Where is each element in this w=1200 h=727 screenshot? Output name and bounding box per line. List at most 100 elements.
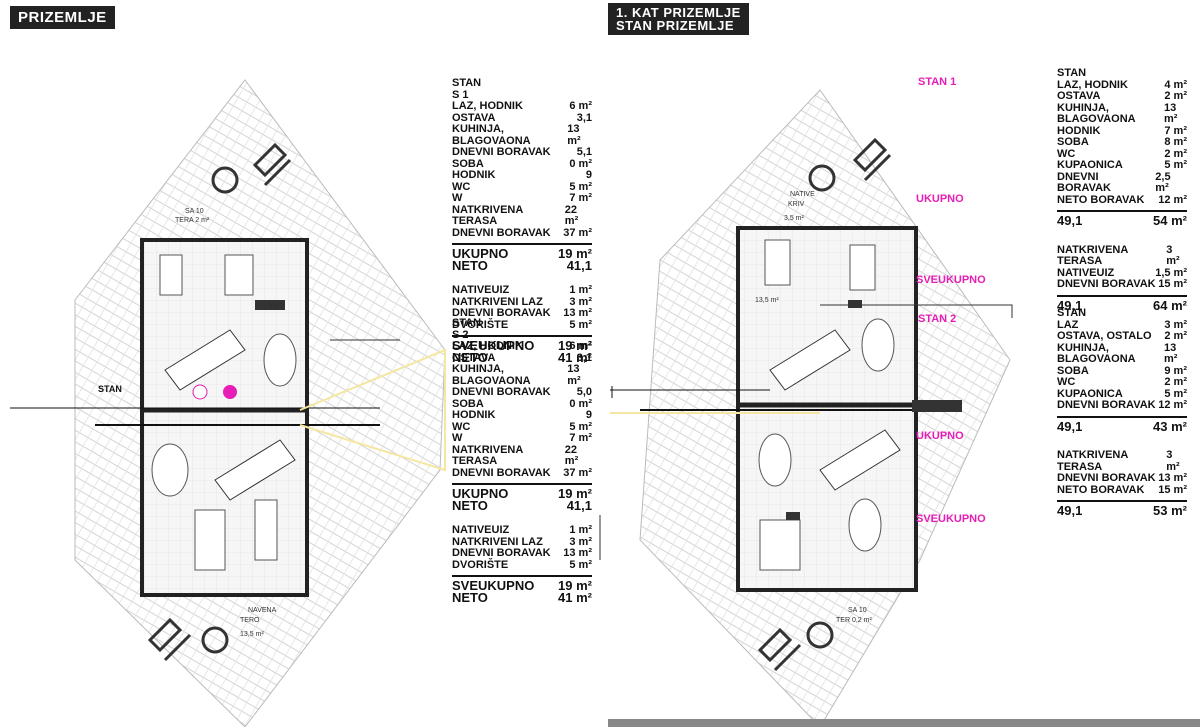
right-plan-label: TER 0,2 m² (836, 617, 872, 624)
table1-sum-value: 19 m² (558, 338, 592, 353)
rtable-b-label: DNEVNI BORAVAK (1057, 399, 1156, 411)
table2-row-label: NATKRIVENA TERASA (452, 443, 523, 467)
rtable-a-label: HODNIK (1057, 124, 1101, 137)
rtable-b-extra-value: 13 m² (1158, 472, 1187, 484)
table1-row-label: WC (452, 180, 471, 193)
table1-row-value: 6 m² (569, 100, 592, 112)
table2-row-value: 13 m² (567, 363, 581, 387)
table1-row-value: 5,1 (576, 146, 592, 158)
rtable-b-ukupno: 49,1 (1057, 418, 1083, 434)
rtable-b-extra-value: 15 m² (1158, 483, 1187, 496)
rtable-b-value: 9 m² (1164, 364, 1187, 377)
table2-row-value: 6 m² (569, 340, 592, 352)
table1-extra-value: 5 m² (569, 318, 592, 331)
table2-sum2-value: 41 m² (558, 589, 592, 605)
rtable-a-value: 7 m² (1164, 124, 1187, 137)
left-plan-label: 13,5 m² (240, 631, 264, 638)
table1-row-label: W (452, 192, 463, 204)
table2-total-value: 19 m² (558, 486, 592, 501)
table2-row-label: HODNIK (452, 409, 496, 421)
table2-sum-value: 19 m² (558, 578, 592, 593)
left-plan-label: NAVENA (248, 607, 277, 614)
table1-row-value: 22 m² (564, 203, 579, 227)
table2-row-label: DNEVNI BORAVAK (452, 466, 551, 479)
table2-extra-label: DVORIŠTE (452, 558, 509, 571)
table1-extra-label: NATIVEUIZ (452, 284, 510, 296)
rtable-a-extra-label: NATKRIVENA TERASA (1057, 243, 1128, 267)
rtable-a-value: 8 m² (1164, 136, 1187, 148)
rtable-a-value: 4 m² (1164, 78, 1187, 91)
table2-header: S 2 (452, 328, 469, 341)
table1-total-value: 19 m² (558, 246, 592, 261)
table1-header: S 1 (452, 88, 469, 101)
table2-row-value: 3,1 (576, 351, 592, 364)
rtable-a-extra-value: 15 m² (1158, 278, 1187, 290)
table2-row-label: SOBA (452, 397, 484, 410)
table1-extra-value: 3 m² (569, 295, 592, 308)
rtable-b-extra-label: NETO BORAVAK (1057, 483, 1145, 496)
table1-extra-value: 13 m² (563, 307, 592, 319)
table2-row-value: 0 m² (569, 397, 592, 410)
table2-row-label: W (452, 432, 463, 444)
table2-total-label: UKUPNO (452, 486, 509, 501)
pink-label-ukupno2: UKUPNO (916, 430, 964, 442)
table2-extra-value: 13 m² (563, 547, 592, 559)
rtable-a-value: 12 m² (1158, 193, 1187, 206)
table1-row-value: 37 m² (563, 226, 592, 239)
table1-row-value: 5 m² (569, 180, 592, 193)
rtable-b-label: WC (1057, 376, 1076, 388)
table1-extra-value: 1 m² (569, 284, 592, 296)
table2-header: STAN (452, 317, 482, 329)
rtable-a-label: KUHINJA, BLAGOVAONA (1057, 101, 1136, 125)
rtable-a-label: KUPAONICA (1057, 159, 1123, 171)
rtable-b-value: 2 m² (1164, 330, 1187, 342)
rtable-a-extra-value: 3 m² (1166, 243, 1180, 267)
table1-sum-label: SVEUKUPNO (452, 338, 535, 353)
table2-total2-label: NETO (452, 497, 488, 513)
rtable-a-extra-label: DNEVNI BORAVAK (1057, 278, 1156, 290)
table2-row-value: 5 m² (569, 420, 592, 433)
rtable-b-header: STAN (1057, 307, 1087, 319)
rtable-b-label: LAZ (1057, 318, 1079, 331)
rtable-b-label: KUPAONICA (1057, 387, 1123, 400)
table1-row-value: 7 m² (569, 192, 592, 204)
rtable-a-ukupno-right: 54 m² (1153, 213, 1187, 228)
left-plan-label: SA 10 (185, 208, 204, 215)
rtable-a-label: DNEVNI BORAVAK (1057, 170, 1111, 194)
rtable-a-value: 2,5 m² (1155, 170, 1171, 194)
table1-row-label: NATKRIVENA TERASA (452, 203, 523, 227)
rtable-b-value: 2 m² (1164, 376, 1187, 388)
rtable-a-label: SOBA (1057, 136, 1089, 148)
rtable-b-value: 5 m² (1164, 387, 1187, 400)
rtable-a-value: 5 m² (1164, 159, 1187, 171)
table1-row-label: DNEVNI BORAVAK (452, 226, 551, 239)
table2-row-value: 9 (585, 409, 592, 421)
floor-title-right-line2: STAN PRIZEMLJE (616, 18, 734, 33)
table2-row-label: LAZ, HODNIK (452, 340, 523, 352)
table2-extra-value: 5 m² (569, 558, 592, 571)
table2-row-value: 5,0 (576, 386, 592, 398)
table1-row-value: 13 m² (567, 123, 581, 147)
table1-sum2-label: NETO (452, 349, 488, 365)
rtable-b-value: 3 m² (1164, 318, 1187, 331)
table2-row-label: KUHINJA, BLAGOVAONA (452, 363, 531, 387)
rtable-b-sveukupno-right: 53 m² (1153, 503, 1187, 518)
right-plan-label: 3,5 m² (784, 215, 805, 222)
right-plan-label: NATIVE (790, 191, 815, 198)
rtable-a-value: 2 m² (1164, 147, 1187, 160)
pink-label-stan1: STAN 1 (918, 76, 957, 88)
pink-label-ukupno1: UKUPNO (916, 193, 964, 205)
rtable-a-label: OSTAVA (1057, 90, 1101, 102)
table2-sum2-label: NETO (452, 589, 488, 605)
rtable-a-header: STAN (1057, 67, 1087, 79)
rtable-a-sveukupno: 49,1 (1057, 297, 1083, 313)
rtable-b-value: 12 m² (1158, 399, 1187, 411)
floor-title-right-line1: 1. KAT PRIZEMLJE (616, 5, 741, 20)
rtable-b-label: SOBA (1057, 364, 1089, 377)
pink-label-stan2: STAN 2 (918, 313, 957, 325)
floor-title-left: PRIZEMLJE (10, 6, 115, 29)
